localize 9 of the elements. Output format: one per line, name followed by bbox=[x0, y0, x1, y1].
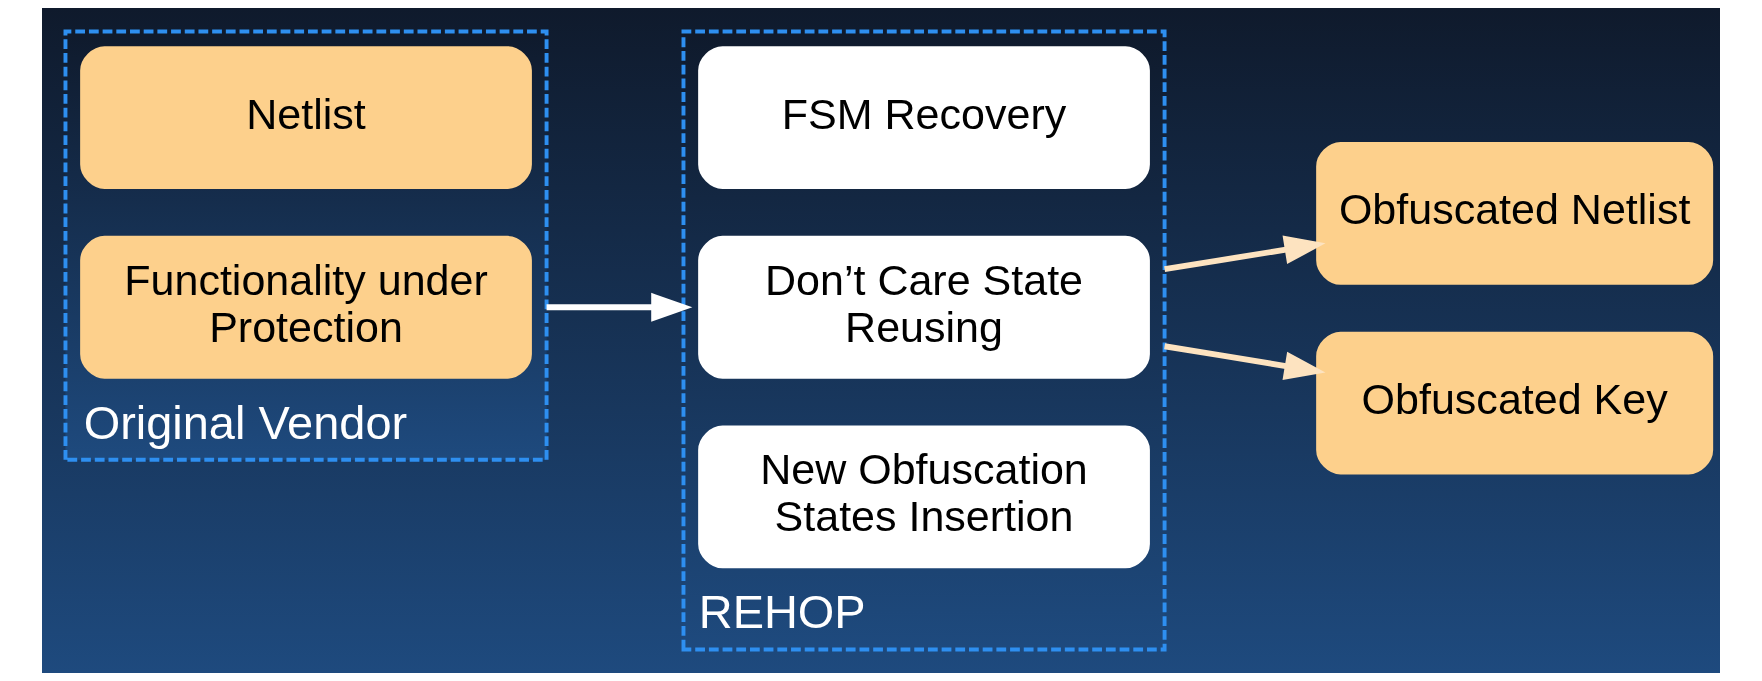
node-box: Don’t Care State Reusing bbox=[698, 235, 1150, 379]
node-box: FSM Recovery bbox=[698, 46, 1150, 189]
arrow bbox=[1164, 343, 1326, 381]
node-box: Obfuscated Key bbox=[1316, 331, 1714, 475]
node-box: New Obfuscation States Insertion bbox=[698, 425, 1150, 569]
node-box: Obfuscated Netlist bbox=[1316, 142, 1714, 285]
arrow bbox=[1164, 235, 1326, 272]
node-box: Netlist bbox=[80, 46, 532, 189]
node-box: Functionality under Protection bbox=[80, 235, 532, 379]
